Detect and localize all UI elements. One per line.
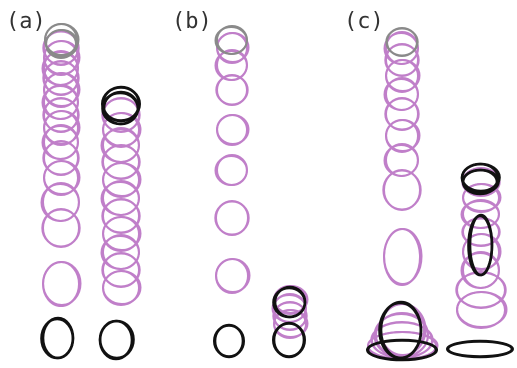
panel-a-left-drop-frame	[42, 261, 82, 307]
panel-c-left-start-drop	[385, 27, 419, 57]
panel-b-left-drop-frame	[215, 74, 249, 106]
panel-c-left-drop-frame	[384, 43, 420, 77]
panel-c-left-drop-frame	[384, 97, 420, 131]
panel-a-left-final-drop	[40, 317, 75, 360]
panel-b-label: (b)	[172, 9, 212, 34]
panel-a-left-start-drop	[45, 29, 79, 59]
panel-a-left-drop-frame	[43, 110, 81, 146]
panel-a-ground	[10, 360, 168, 362]
panel-a-right-start-drop	[101, 91, 140, 126]
panel-a-right-final-drop	[98, 319, 135, 360]
panel-b-right-final-drop	[271, 322, 306, 358]
panel-c-right-drop-frame	[460, 251, 500, 289]
panel-c-right-drop-frame	[462, 183, 502, 213]
panel-c-right-drop-frame	[460, 199, 500, 229]
panel-b-right-drop-frame	[273, 309, 309, 339]
panel-a-right-drop-frame	[101, 97, 141, 133]
panel-c-right-elongated-drop	[467, 214, 494, 277]
panel-a-right-drop-frame	[101, 198, 141, 234]
panel-c-left-drop-frame	[382, 169, 422, 211]
panel-b-right-bounce-drop	[272, 286, 307, 319]
panel-b-left-drop-frame	[214, 200, 250, 236]
panel-a-label: (a)	[6, 9, 46, 34]
panel-c-right-drop-frame	[455, 271, 507, 309]
panel-a-left-drop-frame	[41, 208, 81, 248]
panel-c-left-drop-frame	[383, 228, 423, 286]
panel-b-left-drop-frame	[214, 154, 248, 186]
panel-b-ground	[180, 360, 340, 362]
panel-c-right-drop-frame	[461, 217, 501, 247]
panel-c-left-drop-frame	[383, 143, 419, 177]
panel-c-right-final-spread	[445, 340, 514, 358]
panel-a-left-drop-frame	[42, 97, 80, 133]
panel-a-right-drop-frame	[101, 252, 141, 288]
panel-c-ground	[350, 360, 512, 362]
panel-c-left-final-drop	[378, 301, 423, 360]
panel-a-right-drop-frame	[100, 234, 140, 270]
panel-a-left-drop-frame	[40, 182, 80, 222]
panel-b-left-final-drop	[213, 324, 246, 358]
panel-b-left-start-drop	[214, 25, 248, 55]
panel-a-right-drop-frame	[102, 270, 142, 306]
panel-c-left-drop-frame	[385, 119, 421, 153]
drop-sequences	[40, 23, 514, 362]
panel-a-left-drop-frame	[42, 140, 80, 176]
panel-b-left-drop-frame	[214, 49, 248, 81]
panel-a-left-drop-frame	[43, 160, 81, 196]
panel-b-right-drop-frame	[272, 301, 308, 331]
panel-b-left-drop-frame	[216, 114, 250, 146]
panel-a-left-drop-frame	[41, 84, 79, 120]
panel-a-left-drop-frame	[41, 124, 79, 160]
panel-c-right-drop-frame	[456, 291, 508, 329]
panel-c-right-drop-frame	[462, 233, 502, 271]
panel-a-right-drop-frame	[100, 180, 140, 216]
panel-c-right-top-drop	[460, 162, 501, 193]
panel-a-right-drop-frame	[101, 144, 141, 180]
panel-a-left-drop-frame	[42, 60, 80, 96]
panel-c-left-drop-frame	[383, 77, 419, 111]
panel-a-right-drop-frame	[102, 216, 142, 252]
panel-c-right-top-drop	[461, 168, 500, 195]
panel-a-right-drop-frame	[100, 127, 140, 163]
panel-c-label: (c)	[344, 9, 384, 34]
panel-b-left-drop-frame	[215, 258, 251, 294]
panel-c-left-drop-frame	[383, 31, 419, 65]
panel-c-left-drop-frame	[385, 59, 421, 93]
panel-c-left-final-spread	[365, 339, 438, 361]
panel-a-left-drop-frame	[43, 40, 81, 76]
panel-a-left-drop-frame	[43, 72, 81, 108]
panel-a-right-drop-frame	[102, 162, 142, 198]
panel-a-left-start-drop	[44, 23, 80, 57]
panel-a-left-drop-frame	[42, 30, 80, 66]
